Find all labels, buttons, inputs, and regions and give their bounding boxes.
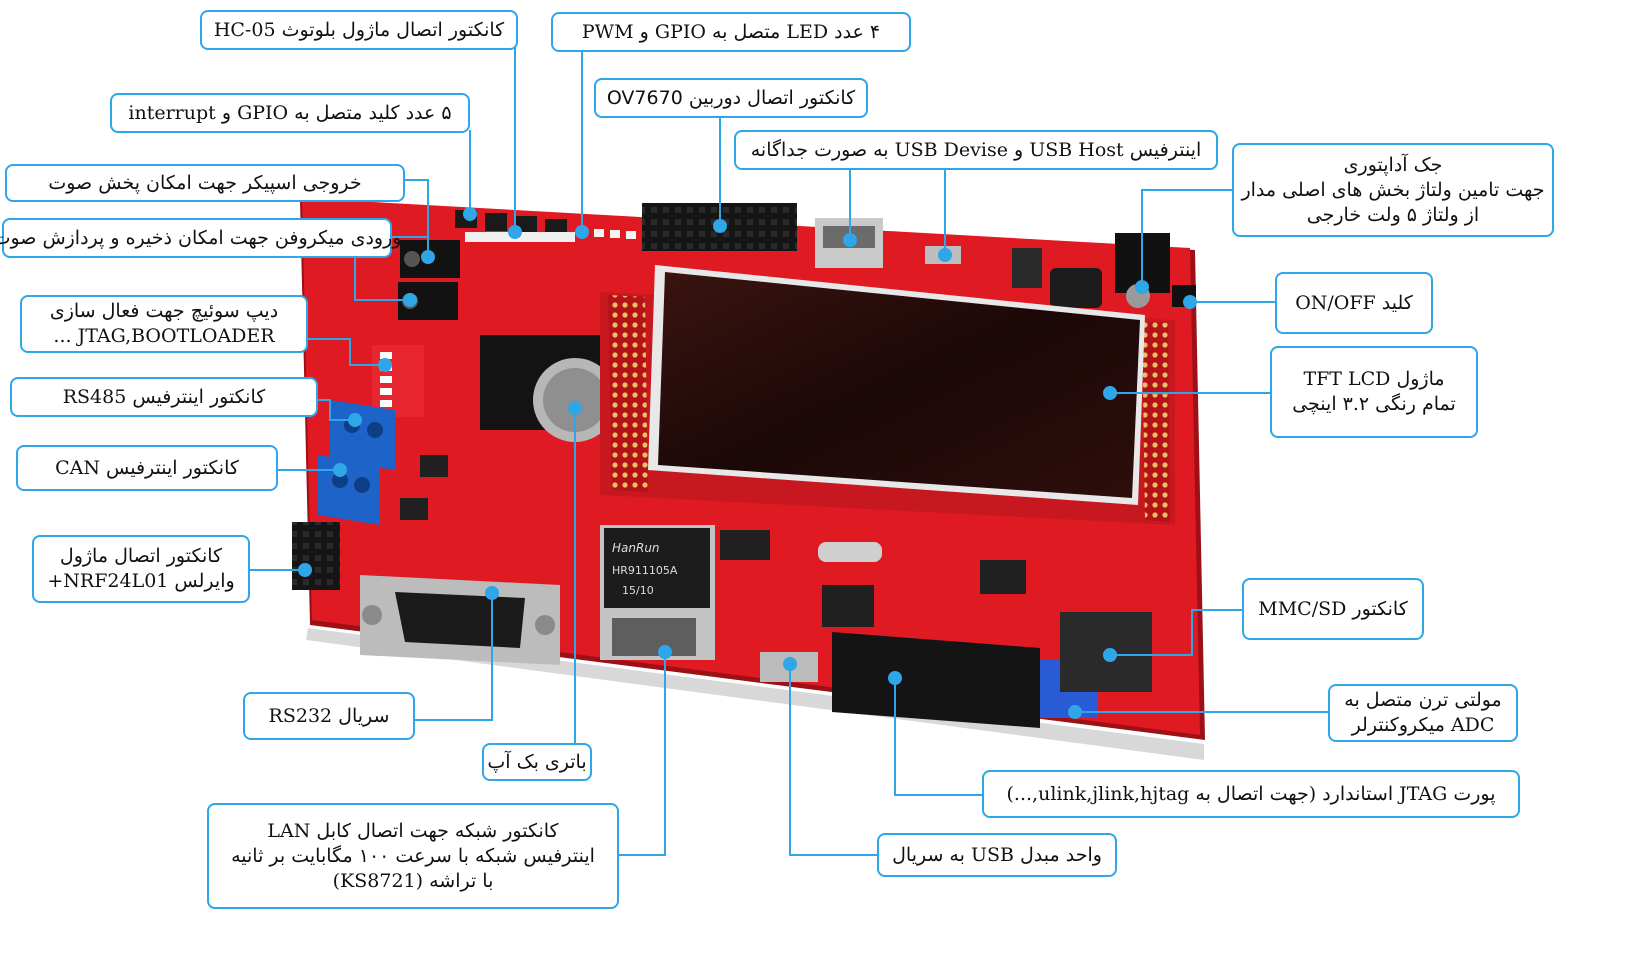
- callout-usb: اینترفیس USB Host و USB Devise به صورت ج…: [734, 130, 1218, 170]
- callout-nrf-line-2: وایرلس NRF24L01+: [47, 570, 235, 592]
- callout-keys-line-1: ۵ عدد کلید متصل به GPIO و interrupt: [128, 101, 452, 124]
- callout-lan-line-2: اینترفیس شبکه با سرعت ۱۰۰ مگابایت بر ثان…: [231, 844, 595, 867]
- callout-mmc: کانکتور MMC/SD: [1242, 578, 1424, 640]
- callout-mic: ورودی میکروفن جهت امکان ذخیره و پردازش ص…: [0, 218, 401, 258]
- callout-rs232: سریال RS232: [243, 692, 415, 740]
- ic-chip: [980, 560, 1026, 594]
- ic-chip: [822, 585, 874, 627]
- leader-lines: [250, 45, 1328, 856]
- ethernet-rj45: HanRun HR911105A 15/10: [600, 525, 715, 660]
- callout-onoff: کلید ON/OFF: [1275, 272, 1433, 334]
- callout-hc05: کانکتور اتصال ماژول بلوتوث HC-05: [200, 10, 518, 50]
- callout-led: ۴ عدد LED متصل به GPIO و PWM: [551, 12, 911, 52]
- callout-usb-line-1: اینترفیس USB Host و USB Devise به صورت ج…: [750, 138, 1202, 161]
- callout-rs485-line-1: کانکتور اینترفیس RS485: [62, 385, 266, 408]
- callout-adapter-line-1: جک آداپتوری: [1343, 153, 1443, 176]
- nrf-header: [292, 522, 340, 590]
- callout-speaker: خروجی اسپیکر جهت امکان پخش صوت: [5, 164, 405, 202]
- rs232-db9: [360, 575, 560, 665]
- eth-chip-model: HR911105A: [612, 564, 678, 577]
- callout-adc: مولتی ترن متصل به ADC میکروکنترلر: [1328, 684, 1518, 742]
- inductor: [1050, 268, 1102, 308]
- callout-jtag: پورت JTAG استاندارد (جهت اتصال به ulink,…: [982, 770, 1520, 818]
- lcd-screen: [658, 272, 1140, 498]
- callout-led-line-1: ۴ عدد LED متصل به GPIO و PWM: [581, 20, 881, 43]
- callout-usbserial-line-1: واحد مبدل USB به سریال: [892, 843, 1102, 866]
- tft-lcd-module: [600, 265, 1175, 525]
- switch: [1012, 248, 1042, 288]
- callout-rs232-line-1: سریال RS232: [268, 704, 390, 727]
- callout-usbserial: واحد مبدل USB به سریال: [877, 833, 1117, 877]
- callout-adapter: جک آداپتوری جهت تامین ولتاژ بخش های اصلی…: [1232, 143, 1554, 237]
- callout-dip: دیپ سوئیچ جهت فعال سازی JTAG,BOOTLOADER …: [20, 295, 308, 353]
- callout-dip-line-1: دیپ سوئیچ جهت فعال سازی: [49, 300, 279, 322]
- callout-tft: ماژول TFT LCD تمام رنگی ۳.۲ اینچی: [1270, 346, 1478, 438]
- ic-chip: [400, 498, 428, 520]
- callout-adapter-line-2: جهت تامین ولتاژ بخش های اصلی مدار: [1241, 178, 1545, 201]
- callout-ov7670-line-1: کانکتور اتصال دوربین OV7670: [606, 86, 856, 109]
- callout-mic-line-1: ورودی میکروفن جهت امکان ذخیره و پردازش ص…: [0, 226, 402, 249]
- callout-hc05-line-1: کانکتور اتصال ماژول بلوتوث HC-05: [213, 18, 505, 41]
- callout-onoff-line-1: کلید ON/OFF: [1295, 291, 1413, 314]
- eth-chip-brand: HanRun: [612, 541, 660, 555]
- callout-lan: کانکتور شبکه جهت اتصال کابل LAN اینترفیس…: [207, 803, 619, 909]
- callout-keys: ۵ عدد کلید متصل به GPIO و interrupt: [110, 93, 470, 133]
- callout-jtag-line-1: پورت JTAG استاندارد (جهت اتصال به ulink,…: [1006, 782, 1496, 805]
- callout-nrf: کانکتور اتصال ماژول وایرلس NRF24L01+: [32, 535, 250, 603]
- dip-switch: [372, 345, 424, 417]
- callout-battery: باتری بک آپ: [482, 743, 592, 781]
- leader-dots: [298, 207, 1197, 719]
- callout-dip-line-2: JTAG,BOOTLOADER ...: [53, 325, 275, 347]
- eth-chip-date: 15/10: [622, 584, 654, 597]
- callout-ov7670: کانکتور اتصال دوربین OV7670: [594, 78, 868, 118]
- ic-chip: [720, 530, 770, 560]
- crystal: [818, 542, 882, 562]
- callout-speaker-line-1: خروجی اسپیکر جهت امکان پخش صوت: [48, 171, 362, 194]
- callout-can-line-1: کانکتور اینترفیس CAN: [55, 456, 239, 479]
- callout-adc-line-2: ADC میکروکنترلر: [1351, 714, 1495, 736]
- jtag-header: [832, 632, 1040, 728]
- callout-rs485: کانکتور اینترفیس RS485: [10, 377, 318, 417]
- callout-tft-line-2: تمام رنگی ۳.۲ اینچی: [1292, 393, 1456, 415]
- callout-lan-line-3: با تراشه (KS8721): [332, 869, 494, 892]
- callout-nrf-line-1: کانکتور اتصال ماژول: [59, 545, 223, 567]
- callout-adapter-line-3: از ولتاژ ۵ ولت خارجی: [1306, 203, 1480, 226]
- callout-can: کانکتور اینترفیس CAN: [16, 445, 278, 491]
- callout-lan-line-1: کانکتور شبکه جهت اتصال کابل LAN: [267, 819, 559, 842]
- callout-battery-line-1: باتری بک آپ: [487, 750, 587, 773]
- ic-chip: [420, 455, 448, 477]
- callout-adc-line-1: مولتی ترن متصل به: [1344, 689, 1502, 711]
- callout-mmc-line-1: کانکتور MMC/SD: [1258, 597, 1408, 620]
- callout-tft-line-1: ماژول TFT LCD: [1303, 368, 1445, 390]
